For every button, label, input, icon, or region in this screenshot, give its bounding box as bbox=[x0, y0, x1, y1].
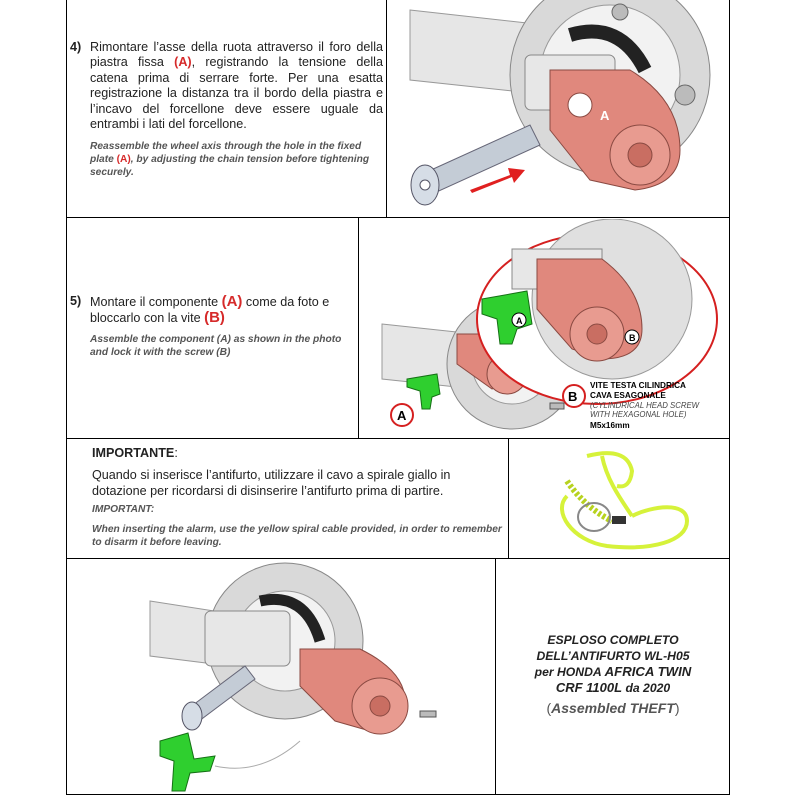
exploded-subtitle: (Assembled THEFT) bbox=[498, 700, 728, 716]
step4-it-1: Rimontare l’asse della ruota attraverso … bbox=[90, 40, 383, 70]
important-text: IMPORTANTE: Quando si inserisce l’antifu… bbox=[92, 446, 504, 549]
col-divider-1 bbox=[386, 0, 387, 217]
screw-size: M5x16mm bbox=[590, 421, 630, 430]
exploded-axle bbox=[181, 665, 256, 731]
step5-it-b: (B) bbox=[204, 309, 225, 327]
exploded-caption: ESPLOSO COMPLETO DELL’ANTIFURTO WL-H05 p… bbox=[498, 632, 728, 716]
row-divider-1 bbox=[66, 217, 730, 218]
step5-it-a: (A) bbox=[221, 293, 243, 310]
important-en-title: IMPORTANT: bbox=[92, 504, 155, 516]
exploded-component bbox=[159, 732, 216, 792]
step5-en: Assemble the component (A) as shown in t… bbox=[90, 333, 342, 358]
step4-en-2: , by adjusting the chain tension before … bbox=[90, 154, 370, 179]
step4-en-a: (A) bbox=[116, 154, 131, 166]
exploded-line3: per HONDA AFRICA TWIN bbox=[498, 664, 728, 680]
col-divider-3 bbox=[508, 438, 509, 558]
important-colon: : bbox=[174, 446, 178, 460]
axle bbox=[410, 124, 541, 206]
important-en: When inserting the alarm, use the yellow… bbox=[92, 524, 502, 549]
exploded-line1: ESPLOSO COMPLETO bbox=[547, 633, 679, 647]
important-it: Quando si inserisce l’antifurto, utilizz… bbox=[92, 468, 451, 498]
page-frame bbox=[66, 0, 730, 795]
step5-number: 5) bbox=[70, 294, 82, 308]
step4-illustration: A bbox=[390, 0, 728, 216]
screw-it-1: VITE TESTA CILINDRICA bbox=[590, 381, 686, 390]
row-divider-2 bbox=[66, 438, 730, 439]
exploded-plate bbox=[299, 648, 409, 735]
callout-b: B bbox=[568, 389, 577, 404]
screw-it-2: CAVA ESAGONALE bbox=[590, 391, 666, 400]
exploded-line4a: CRF 1100L bbox=[555, 680, 623, 695]
screw-en-2: WITH HEXAGONAL HOLE) bbox=[590, 410, 687, 419]
zoom-label-a: A bbox=[516, 316, 523, 326]
step5-it-1: Montare il componente bbox=[90, 295, 222, 309]
exploded-line3a: per HONDA bbox=[534, 665, 605, 679]
row-divider-3 bbox=[66, 558, 730, 559]
step4-it-2: , registrando la tensione della catena p… bbox=[90, 55, 383, 132]
screw-en-1: (CYLINDRICAL HEAD SCREW bbox=[590, 401, 700, 410]
important-title: IMPORTANTE: bbox=[92, 446, 504, 461]
exploded-line4: CRF 1100L da 2020 bbox=[498, 680, 728, 696]
zoom-label-b: B bbox=[629, 333, 636, 343]
exploded-line2: DELL’ANTIFURTO WL-H05 bbox=[536, 649, 690, 663]
step5-illustration: A B A B VITE TESTA CILINDRICA CAVA ESAGO… bbox=[362, 219, 728, 437]
step4-en: Reassemble the wheel axis through the ho… bbox=[90, 140, 383, 179]
direction-arrow bbox=[470, 168, 525, 193]
spiral-cable-illustration bbox=[512, 441, 727, 556]
exploded-line4b: da 2020 bbox=[622, 681, 671, 695]
step4-en-1: Reassemble the wheel axis through the ho… bbox=[90, 141, 362, 166]
exploded-sub-close: ) bbox=[674, 700, 680, 716]
screw bbox=[549, 402, 565, 410]
plate-a bbox=[549, 69, 681, 191]
col-divider-4 bbox=[495, 558, 496, 795]
exploded-line3b: AFRICA TWIN bbox=[604, 664, 692, 679]
step4-it-a: (A) bbox=[174, 55, 192, 70]
zoom-content bbox=[481, 219, 693, 380]
exploded-sub-text: Assembled THEFT bbox=[551, 700, 675, 716]
exploded-sub-open: ( bbox=[546, 700, 552, 716]
step4-img-label: A bbox=[600, 108, 610, 123]
exploded-illustration bbox=[70, 561, 493, 794]
small-component-a bbox=[406, 373, 441, 410]
important-title-text: IMPORTANTE bbox=[92, 446, 175, 460]
step4-text: 4) Rimontare l’asse della ruota attraver… bbox=[70, 40, 383, 179]
col-divider-2 bbox=[358, 217, 359, 438]
step4-number: 4) bbox=[70, 40, 82, 54]
callout-a: A bbox=[397, 408, 407, 423]
step5-text: 5) Montare il componente (A) come da fot… bbox=[70, 294, 355, 359]
step5-it-2: come da foto e bloccarlo con la vite bbox=[90, 295, 330, 326]
